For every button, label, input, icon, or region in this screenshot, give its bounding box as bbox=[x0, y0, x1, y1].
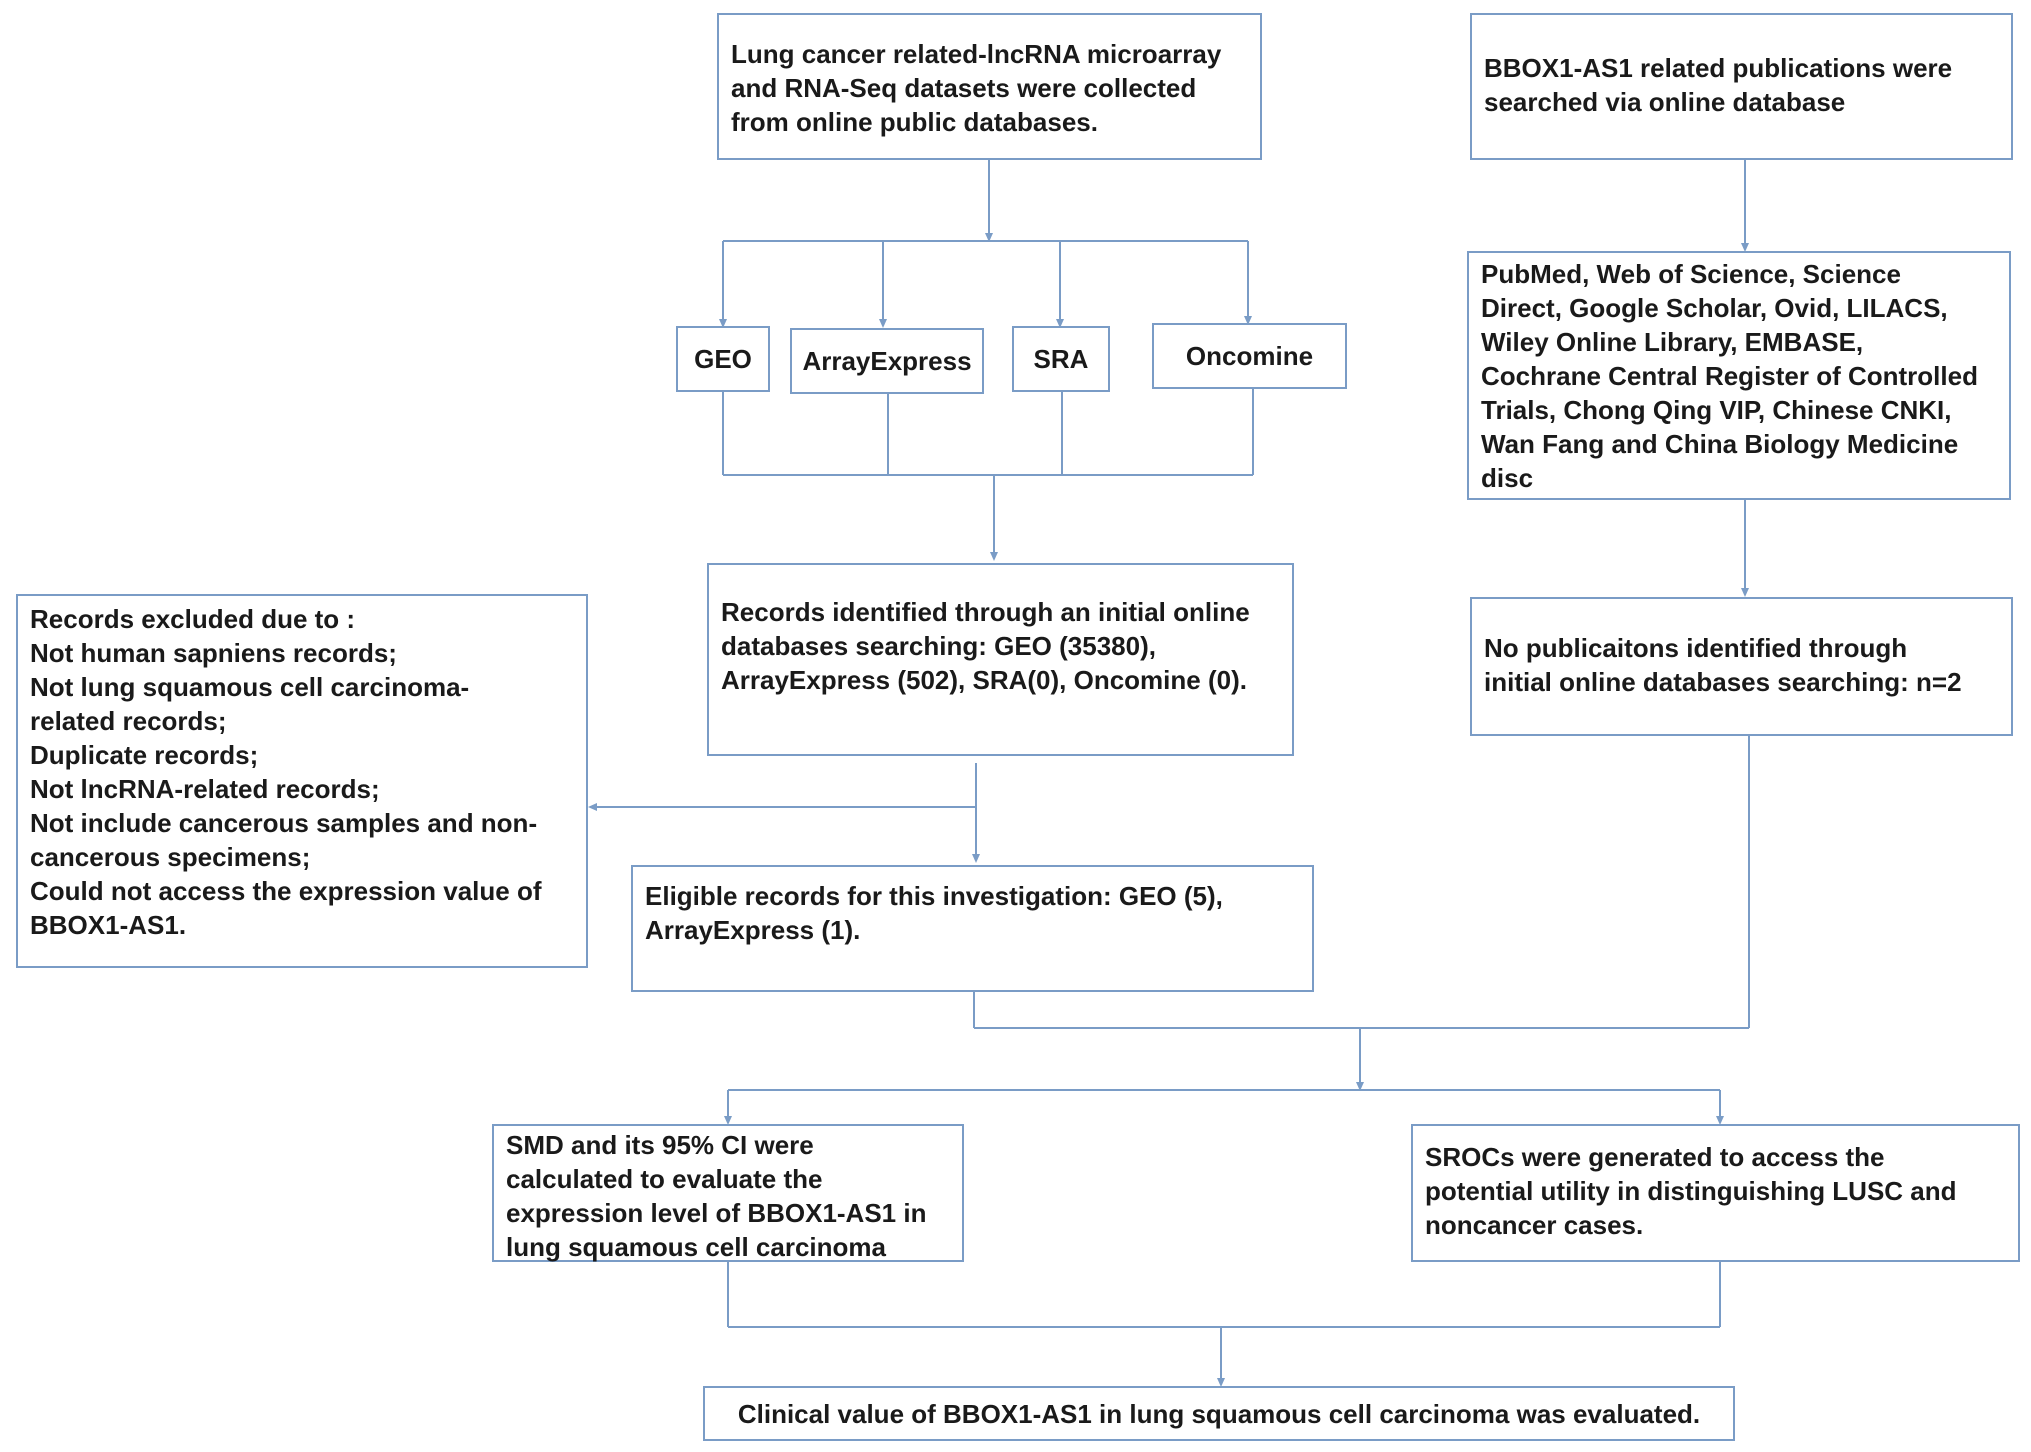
box-line: initial online databases searching: n=2 bbox=[1484, 667, 1962, 697]
clinical-value-box: Clinical value of BBOX1-AS1 in lung squa… bbox=[703, 1386, 1735, 1441]
box-line: expression level of BBOX1-AS1 in bbox=[506, 1198, 927, 1228]
box-line: Not lncRNA-related records; bbox=[30, 774, 380, 804]
publications-searched-box: BBOX1-AS1 related publications were sear… bbox=[1470, 13, 2013, 160]
box-line: Could not access the expression value of bbox=[30, 876, 542, 906]
oncomine-box: Oncomine bbox=[1152, 323, 1347, 389]
box-line: cancerous specimens; bbox=[30, 842, 311, 872]
box-line: Wan Fang and China Biology Medicine bbox=[1481, 429, 1959, 459]
box-line: lung squamous cell carcinoma bbox=[506, 1232, 886, 1262]
box-line: ArrayExpress (502), SRA(0), Oncomine (0)… bbox=[721, 665, 1247, 695]
smd-box: SMD and its 95% CI were calculated to ev… bbox=[492, 1124, 964, 1262]
box-line: and RNA-Seq datasets were collected bbox=[731, 73, 1197, 103]
database-label-geo: GEO bbox=[694, 344, 752, 374]
box-line: BBOX1-AS1. bbox=[30, 910, 187, 940]
box-line: No publicaitons identified through bbox=[1484, 633, 1908, 663]
box-line: SROCs were generated to access the bbox=[1425, 1142, 1885, 1172]
box-line: noncancer cases. bbox=[1425, 1210, 1644, 1240]
records-excluded-box: Records excluded due to : Not human sapn… bbox=[16, 594, 588, 968]
box-line: Records identified through an initial on… bbox=[721, 597, 1250, 627]
box-line: ArrayExpress (1). bbox=[645, 915, 861, 945]
database-label-arrayexpress: ArrayExpress bbox=[802, 346, 972, 376]
box-line: Direct, Google Scholar, Ovid, LILACS, bbox=[1481, 293, 1948, 323]
box-line: Wiley Online Library, EMBASE, bbox=[1481, 327, 1864, 357]
box-line: disc bbox=[1481, 463, 1534, 493]
box-line: Not human sapniens records; bbox=[30, 638, 397, 668]
sra-box: SRA bbox=[1012, 326, 1110, 392]
eligible-records-box: Eligible records for this investigation:… bbox=[631, 865, 1314, 992]
srocs-box: SROCs were generated to access the poten… bbox=[1411, 1124, 2020, 1262]
box-line: Trials, Chong Qing VIP, Chinese CNKI, bbox=[1481, 395, 1952, 425]
box-line: Not lung squamous cell carcinoma- bbox=[30, 672, 470, 702]
box-line: SMD and its 95% CI were bbox=[506, 1130, 814, 1160]
records-identified-box: Records identified through an initial on… bbox=[707, 563, 1294, 756]
box-line: BBOX1-AS1 related publications were bbox=[1484, 53, 1953, 83]
box-line: Records excluded due to : bbox=[30, 604, 356, 634]
box-line: calculated to evaluate the bbox=[506, 1164, 823, 1194]
databases-list-box: PubMed, Web of Science, Science Direct, … bbox=[1467, 251, 2011, 500]
box-line: Clinical value of BBOX1-AS1 in lung squa… bbox=[737, 1398, 1701, 1429]
box-line: searched via online database bbox=[1484, 87, 1846, 117]
database-label-sra: SRA bbox=[1033, 344, 1089, 374]
box-line: from online public databases. bbox=[731, 107, 1098, 137]
no-publications-box: No publicaitons identified through initi… bbox=[1470, 597, 2013, 736]
box-line: Not include cancerous samples and non- bbox=[30, 808, 538, 838]
box-line: databases searching: GEO (35380), bbox=[721, 631, 1156, 661]
box-line: Eligible records for this investigation:… bbox=[645, 881, 1223, 911]
geo-box: GEO bbox=[676, 326, 770, 392]
box-line: related records; bbox=[30, 706, 227, 736]
box-line: Lung cancer related-lncRNA microarray bbox=[731, 39, 1222, 69]
lncrna-datasets-box: Lung cancer related-lncRNA microarray an… bbox=[717, 13, 1262, 160]
box-line: Duplicate records; bbox=[30, 740, 259, 770]
box-line: PubMed, Web of Science, Science bbox=[1481, 259, 1901, 289]
box-line: potential utility in distinguishing LUSC… bbox=[1425, 1176, 1957, 1206]
database-label-oncomine: Oncomine bbox=[1185, 341, 1314, 371]
arrayexpress-box: ArrayExpress bbox=[790, 328, 984, 394]
box-line: Cochrane Central Register of Controlled bbox=[1481, 361, 1978, 391]
